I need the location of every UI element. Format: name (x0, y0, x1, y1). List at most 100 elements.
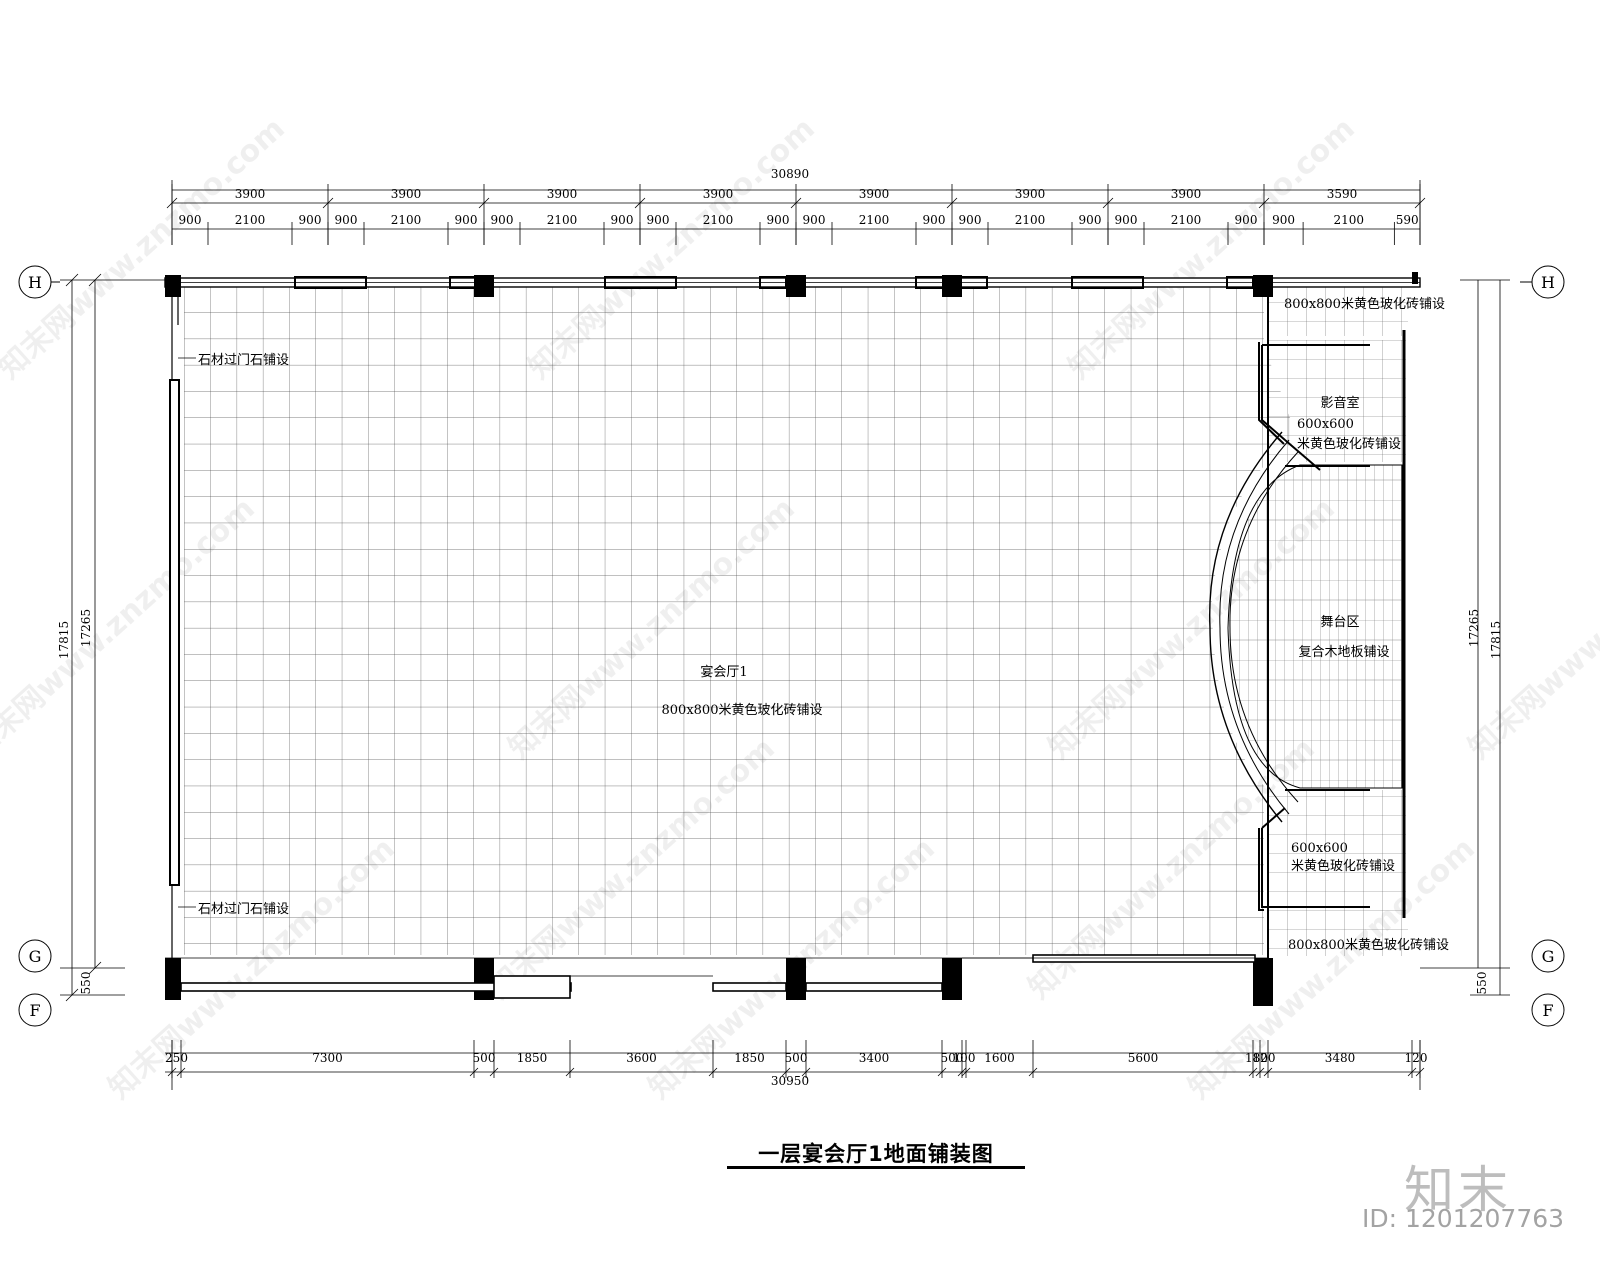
drawing-title-box: 一层宴会厅1地面铺装图 (728, 1138, 1024, 1168)
dim-top-sub: 2100 (1015, 213, 1046, 227)
dim-bottom-seg: 5600 (1128, 1051, 1159, 1065)
axis-label-g-left: G (29, 947, 42, 966)
dim-top-sub: 900 (647, 213, 670, 227)
bottom-wall (180, 954, 1256, 999)
top-bay-dimensions: 3900 3900 3900 3900 3900 3900 3900 3590 (235, 187, 1358, 201)
dim-top-sub: 2100 (547, 213, 578, 227)
dim-top-bay: 3900 (235, 187, 266, 201)
axis-label-f-right: F (1542, 1001, 1553, 1020)
right-rooms-walls (1258, 290, 1406, 958)
dim-top-sub: 900 (455, 213, 478, 227)
av-room-tile-floor (1268, 340, 1406, 462)
dim-bottom-seg: 500 (941, 1051, 964, 1065)
dim-top-sub: 900 (767, 213, 790, 227)
dim-top-sub: 900 (1115, 213, 1138, 227)
label-stone-top: 石材过门石铺设 (198, 353, 289, 368)
axis-label-f-left: F (29, 1001, 40, 1020)
dim-bottom-seg: 1850 (734, 1051, 765, 1065)
label-hall-floor: 800x800米黄色玻化砖铺设 (662, 702, 823, 718)
right-dimension-lines (1420, 279, 1510, 996)
stage-arc-outer (1208, 431, 1283, 823)
dim-top-bay: 3900 (703, 187, 734, 201)
dim-top-bay: 3900 (859, 187, 890, 201)
dim-bottom-seg: 120 (1253, 1051, 1276, 1065)
dim-bottom-seg: 3480 (1325, 1051, 1356, 1065)
axis-label-h-right: H (1541, 273, 1555, 292)
label-stone-bottom: 石材过门石铺设 (198, 902, 289, 917)
dim-top-total: 30890 (771, 167, 809, 181)
stage-arc-inner (1229, 451, 1299, 803)
dim-top-sub: 2100 (1333, 213, 1364, 227)
dim-top-sub: 2100 (859, 213, 890, 227)
dim-bottom-seg: 500 (785, 1051, 808, 1065)
dim-top-sub: 2100 (391, 213, 422, 227)
label-av-floor: 米黄色玻化砖铺设 (1297, 436, 1401, 452)
image-id-label: ID: 1201207763 (1362, 1204, 1565, 1233)
right-strip-bottom (1268, 912, 1408, 956)
dim-bottom-seg: 3600 (626, 1051, 657, 1065)
dim-top-sub: 900 (299, 213, 322, 227)
dim-top-sub: 900 (179, 213, 202, 227)
dim-top-sub: 900 (923, 213, 946, 227)
stage-wood-floor (1227, 464, 1403, 789)
dim-top-bay: 3590 (1327, 187, 1358, 201)
stage-arc-mid (1219, 439, 1290, 815)
label-lower-floor: 米黄色玻化砖铺设 (1291, 858, 1395, 874)
top-dimension-ticks (166, 184, 1426, 245)
dim-left-inner: 17265 (79, 609, 93, 647)
axis-label-h-left: H (28, 273, 42, 292)
dim-right-inner: 17265 (1467, 609, 1481, 647)
dim-top-bay: 3900 (547, 187, 578, 201)
dim-top-sub: 2100 (1171, 213, 1202, 227)
dim-bottom-seg: 180 (1245, 1051, 1268, 1065)
dim-top-bay: 3900 (1015, 187, 1046, 201)
label-bottom-right-floor: 800x800米黄色玻化砖铺设 (1288, 937, 1449, 953)
title-underline (727, 1166, 1025, 1169)
right-strip-top (1268, 286, 1408, 336)
dim-right-outer: 17815 (1489, 621, 1503, 659)
dim-right-small: 550 (1475, 972, 1489, 995)
label-hall-name: 宴会厅1 (700, 664, 747, 680)
hall-tile-floor (184, 286, 1294, 955)
label-lower-size: 600x600 (1291, 841, 1348, 856)
label-stage-floor: 复合木地板铺设 (1298, 645, 1389, 660)
dim-top-sub: 900 (335, 213, 358, 227)
dim-bottom-seg: 120 (1405, 1051, 1428, 1065)
dim-bottom-total: 30950 (771, 1074, 809, 1088)
dim-top-sub: 900 (1235, 213, 1258, 227)
axis-bubbles (18, 265, 1565, 1027)
watermark-text: 知末网www.znzmo.com (1462, 491, 1600, 766)
dim-left-small: 550 (79, 972, 93, 995)
brand-logo: 知末 (1404, 1161, 1512, 1219)
top-sub-dimensions: 900 2100 900 900 2100 900 900 2100 900 900 2100 900… (179, 213, 1419, 227)
dim-bottom-seg: 1850 (517, 1051, 548, 1065)
dim-bottom-seg: 250 (165, 1051, 188, 1065)
dim-bottom-seg: 500 (473, 1051, 496, 1065)
axis-label-g-right: G (1542, 947, 1555, 966)
dim-left-outer: 17815 (57, 621, 71, 659)
dim-bottom-seg: 1600 (984, 1051, 1015, 1065)
dim-top-bay: 3900 (391, 187, 422, 201)
dim-top-sub: 2100 (703, 213, 734, 227)
dim-top-sub: 2100 (235, 213, 266, 227)
dim-top-sub: 900 (1272, 213, 1295, 227)
dim-top-sub: 900 (491, 213, 514, 227)
dim-bottom-seg: 7300 (312, 1051, 343, 1065)
dim-bottom-seg: 3400 (859, 1051, 890, 1065)
dim-bottom-seg: 100 (953, 1051, 976, 1065)
left-dimension-lines (60, 273, 165, 1002)
dim-top-sub: 590 (1396, 213, 1419, 227)
label-stage-name: 舞台区 (1320, 615, 1359, 630)
dim-top-bay: 3900 (1171, 187, 1202, 201)
dim-top-sub: 900 (959, 213, 982, 227)
dim-top-sub: 900 (611, 213, 634, 227)
label-av-room: 影音室 (1320, 395, 1359, 411)
label-av-size: 600x600 (1297, 417, 1354, 432)
drawing-title: 一层宴会厅1地面铺装图 (758, 1142, 994, 1166)
lower-room-tile-floor (1268, 790, 1406, 912)
label-top-right-floor: 800x800米黄色玻化砖铺设 (1284, 296, 1445, 312)
dim-top-sub: 900 (803, 213, 826, 227)
dim-top-sub: 900 (1079, 213, 1102, 227)
